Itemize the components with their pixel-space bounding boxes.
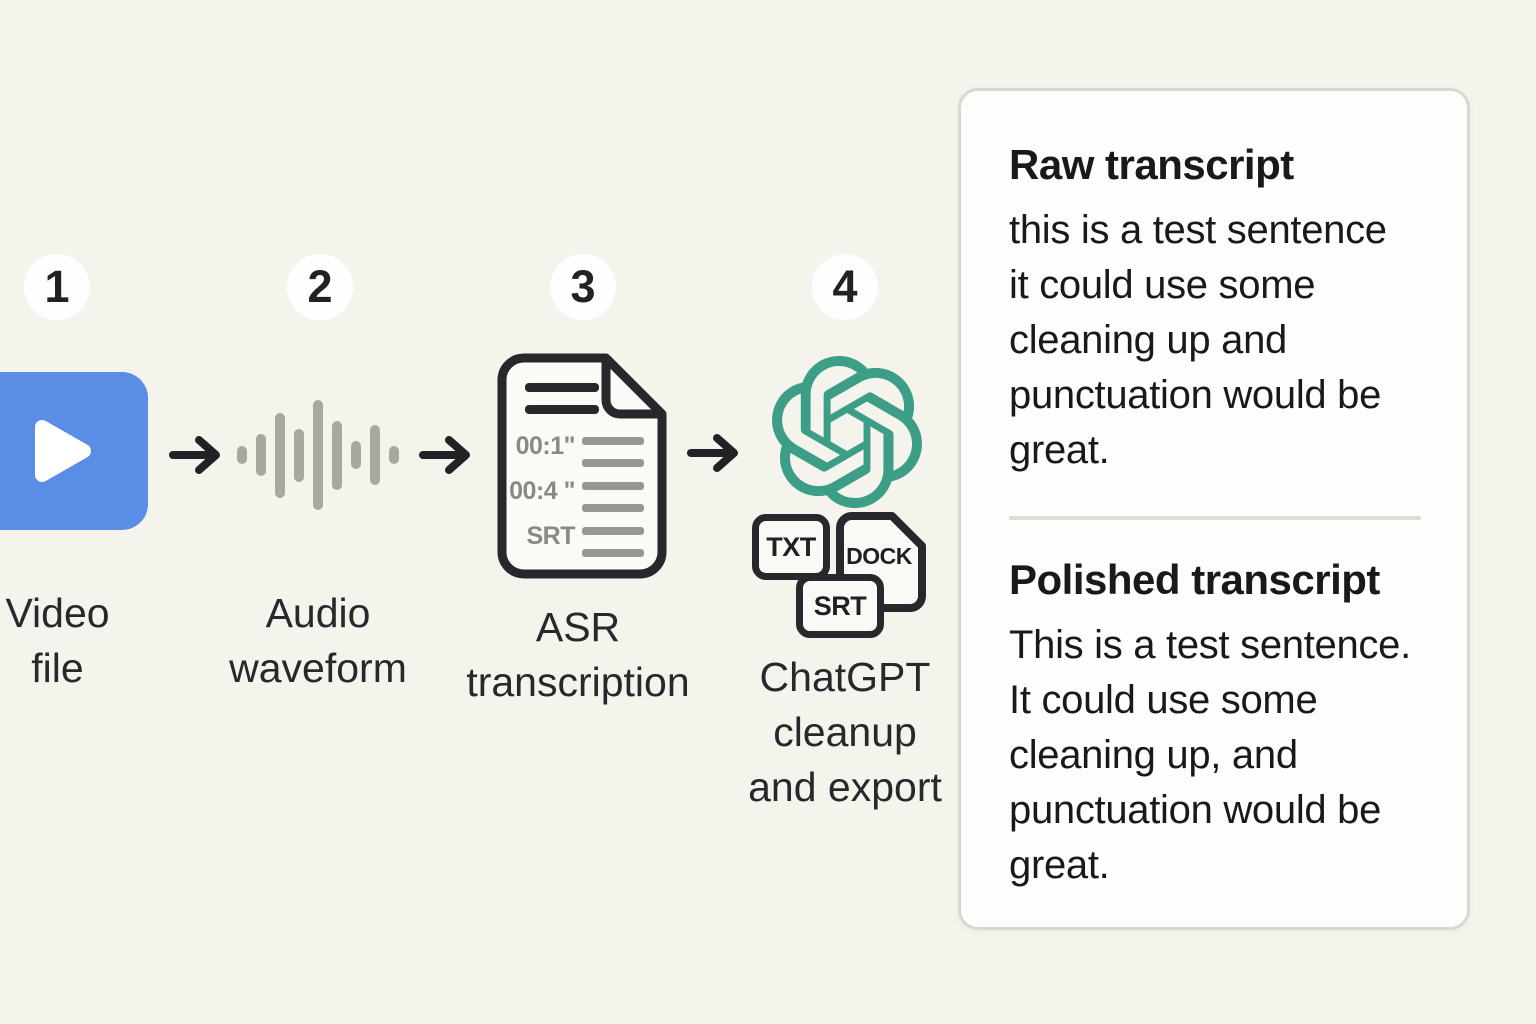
txt-badge: TXT <box>752 514 830 580</box>
waveform-bar <box>351 441 361 469</box>
step-1-label: Video file <box>5 590 110 691</box>
waveform-bar <box>256 434 266 476</box>
step-4-label: ChatGPT cleanup and export <box>748 654 942 810</box>
step-3-label: ASR transcription <box>466 604 690 705</box>
step-4-number: 4 <box>832 261 858 312</box>
arrow-icon <box>419 436 470 474</box>
step-4-badge: 4 <box>812 254 878 320</box>
transcript-document-icon: 00:1" 00:4 " SRT <box>497 353 667 579</box>
transcript-panel: Raw transcript this is a test sentence i… <box>958 88 1470 930</box>
raw-transcript-body: this is a test sentence it could use som… <box>1009 208 1387 472</box>
arrow-icon <box>687 434 738 472</box>
txt-badge-label: TXT <box>766 531 816 562</box>
polished-transcript-body: This is a test sentence. It could use so… <box>1009 623 1411 887</box>
waveform-bar <box>237 446 247 464</box>
step-1-badge: 1 <box>24 254 90 320</box>
waveform-bar <box>370 425 380 485</box>
srt-badge: SRT <box>796 574 884 638</box>
waveform-bar <box>275 412 285 498</box>
waveform-bar <box>294 428 304 482</box>
waveform-bar <box>313 400 323 510</box>
srt-badge-label: SRT <box>813 590 867 621</box>
video-play-icon <box>0 372 148 530</box>
polished-transcript-title: Polished transcript <box>1009 556 1380 603</box>
step-2-label: Audio waveform <box>229 590 407 691</box>
play-icon <box>35 420 91 482</box>
waveform-bar <box>389 446 399 464</box>
step-3-badge: 3 <box>550 254 616 320</box>
step-2-badge: 2 <box>287 254 353 320</box>
arrow-icon <box>169 436 220 474</box>
step-1-number: 1 <box>44 261 70 312</box>
timestamp-label: 00:4 " <box>509 477 575 505</box>
dock-badge-label: DOCK <box>846 543 913 569</box>
waveform-bar <box>332 420 342 490</box>
raw-transcript-title: Raw transcript <box>1009 141 1294 188</box>
srt-label: SRT <box>527 522 576 550</box>
audio-waveform-icon <box>237 400 399 510</box>
section-divider <box>1009 516 1421 520</box>
timestamp-label: 00:1" <box>516 432 575 460</box>
step-3-number: 3 <box>570 261 596 312</box>
chatgpt-logo <box>772 356 922 508</box>
step-2-number: 2 <box>307 261 333 312</box>
